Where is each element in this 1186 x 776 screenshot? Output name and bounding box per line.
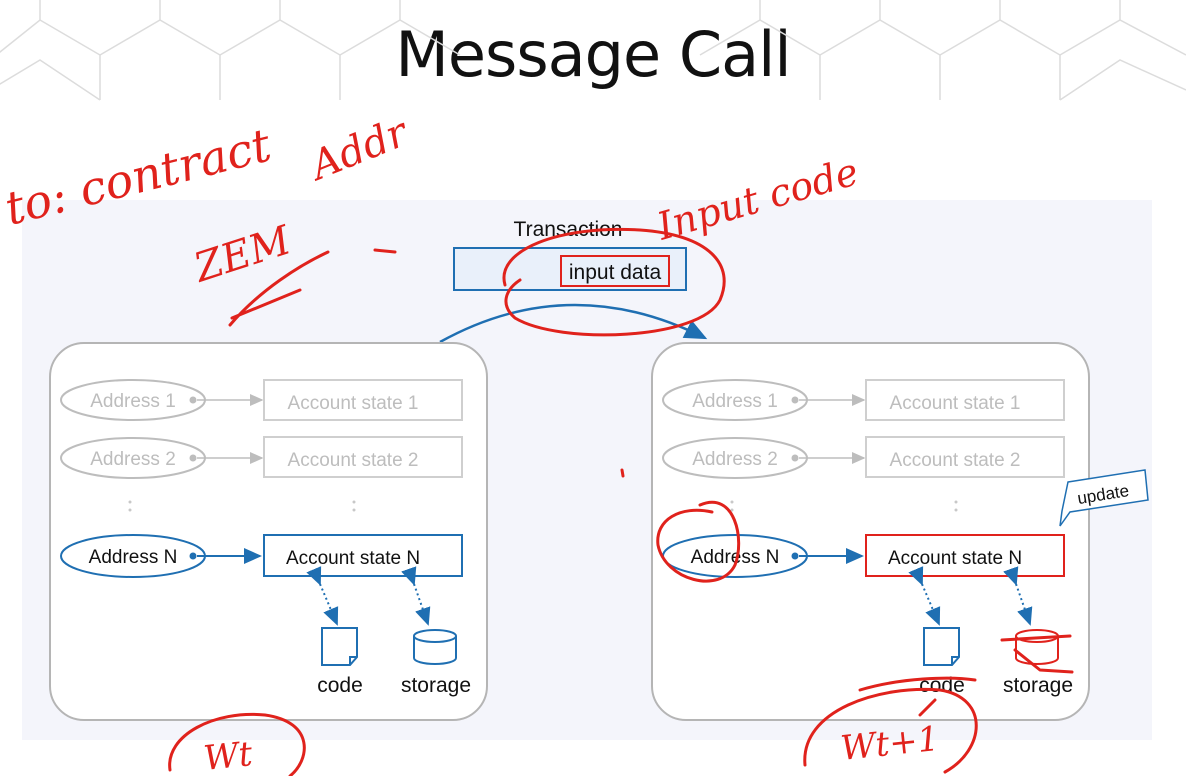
world-state-left: Address 1 Account state 1 Address 2 Acco…: [49, 342, 488, 721]
account-state-2-label: Account state 2: [890, 450, 1021, 471]
account-state-2-box: [263, 436, 463, 478]
address-n-label: Address N: [691, 547, 780, 568]
account-state-2-box: [865, 436, 1065, 478]
wt-circle-mark: [168, 712, 306, 776]
storage-cylinder-icon: [1015, 629, 1059, 665]
storage-link: [1003, 566, 1033, 626]
account-state-1-label: Account state 1: [890, 393, 1021, 414]
wt1-circle-mark: [803, 687, 978, 774]
code-strike-mark: [858, 676, 977, 717]
storage-link: [401, 566, 431, 626]
pen-scribble: [228, 248, 397, 327]
input-data-box: [560, 255, 670, 287]
state-transition-arrow: [439, 303, 708, 344]
ellipsis-dots: [128, 500, 356, 512]
handwriting-addr: Addr: [301, 108, 417, 190]
handwritten-annotations: [168, 227, 1074, 776]
world-state-right: Address 1 Account state 1 Address 2 Acco…: [651, 342, 1149, 721]
storage-strike-mark: [1000, 634, 1074, 674]
storage-label: storage: [1003, 674, 1073, 697]
address-2-label: Address 2: [90, 449, 176, 470]
address-1-label: Address 1: [692, 391, 778, 412]
account-state-n-label: Account state N: [888, 548, 1022, 569]
account-state-1-box: [263, 379, 463, 421]
transaction-label: Transaction: [514, 218, 623, 241]
storage-cylinder-icon: [413, 629, 457, 665]
page-title: Message Call: [395, 18, 791, 91]
code-link: [908, 566, 941, 626]
hexagon-background-pattern: [0, 0, 1186, 101]
input-data-label: input data: [569, 261, 662, 284]
code-link: [306, 566, 339, 626]
storage-label: storage: [401, 674, 471, 697]
address-circle-mark: [656, 500, 741, 583]
handwriting-wt: Wt: [202, 734, 255, 776]
address-1-label: Address 1: [90, 391, 176, 412]
address-n-label: Address N: [89, 547, 178, 568]
code-file-icon: [321, 627, 358, 666]
input-circle-mark: [502, 227, 726, 337]
account-state-1-box: [865, 379, 1065, 421]
update-callout: update: [1059, 469, 1149, 527]
account-state-2-label: Account state 2: [288, 450, 419, 471]
code-label: code: [317, 674, 363, 697]
account-state-n-label: Account state N: [286, 548, 420, 569]
account-state-1-label: Account state 1: [288, 393, 419, 414]
address-2-label: Address 2: [692, 449, 778, 470]
ellipsis-dots: [730, 500, 958, 512]
code-file-icon: [923, 627, 960, 666]
